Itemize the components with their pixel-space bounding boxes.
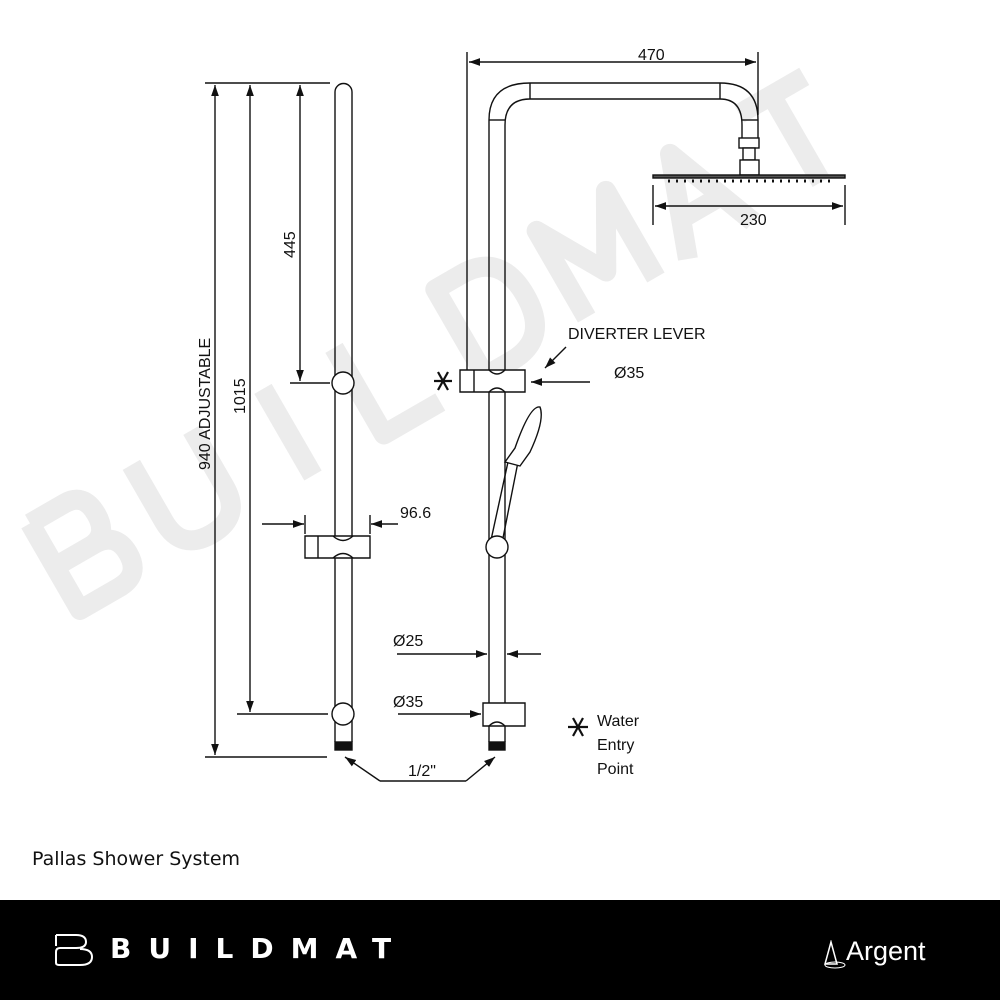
legend-line-1: Water	[597, 713, 640, 730]
dim-96-6: 96.6	[400, 505, 431, 522]
legend-line-3: Point	[597, 761, 634, 778]
diverter-lever-label: DIVERTER LEVER	[568, 326, 706, 343]
pipe-diameter: Ø25	[393, 633, 423, 650]
inlet-size: 1/2"	[408, 763, 436, 780]
dim-1015: 1015	[232, 378, 249, 414]
buildmat-brand: BUILDMAT	[110, 932, 409, 965]
legend-line-2: Entry	[597, 737, 634, 754]
dim-470: 470	[638, 47, 665, 64]
dim-940-adjustable: 940 ADJUSTABLE	[197, 338, 214, 470]
right-dimension-lines	[344, 52, 846, 782]
dim-445: 445	[282, 231, 299, 258]
footer-bar: BUILDMAT Argent	[0, 900, 1000, 1000]
product-title: Pallas Shower System	[32, 848, 241, 870]
dim-230: 230	[740, 212, 767, 229]
lower-diameter: Ø35	[393, 694, 423, 711]
front-view-shower	[459, 82, 846, 751]
argent-logo-icon	[824, 940, 846, 969]
diverter-diameter: Ø35	[614, 365, 644, 382]
left-dimension-lines	[205, 82, 398, 758]
side-view-rail	[304, 82, 371, 751]
legend-star-icon	[568, 717, 588, 737]
shower-system-diagram: 470 230 940 ADJUSTABLE 1015 445 96.6 DIV…	[21, 47, 846, 782]
argent-brand: Argent	[846, 936, 926, 966]
watermark	[21, 67, 830, 620]
buildmat-logo-icon	[55, 934, 94, 966]
water-entry-star-icon	[434, 371, 452, 391]
